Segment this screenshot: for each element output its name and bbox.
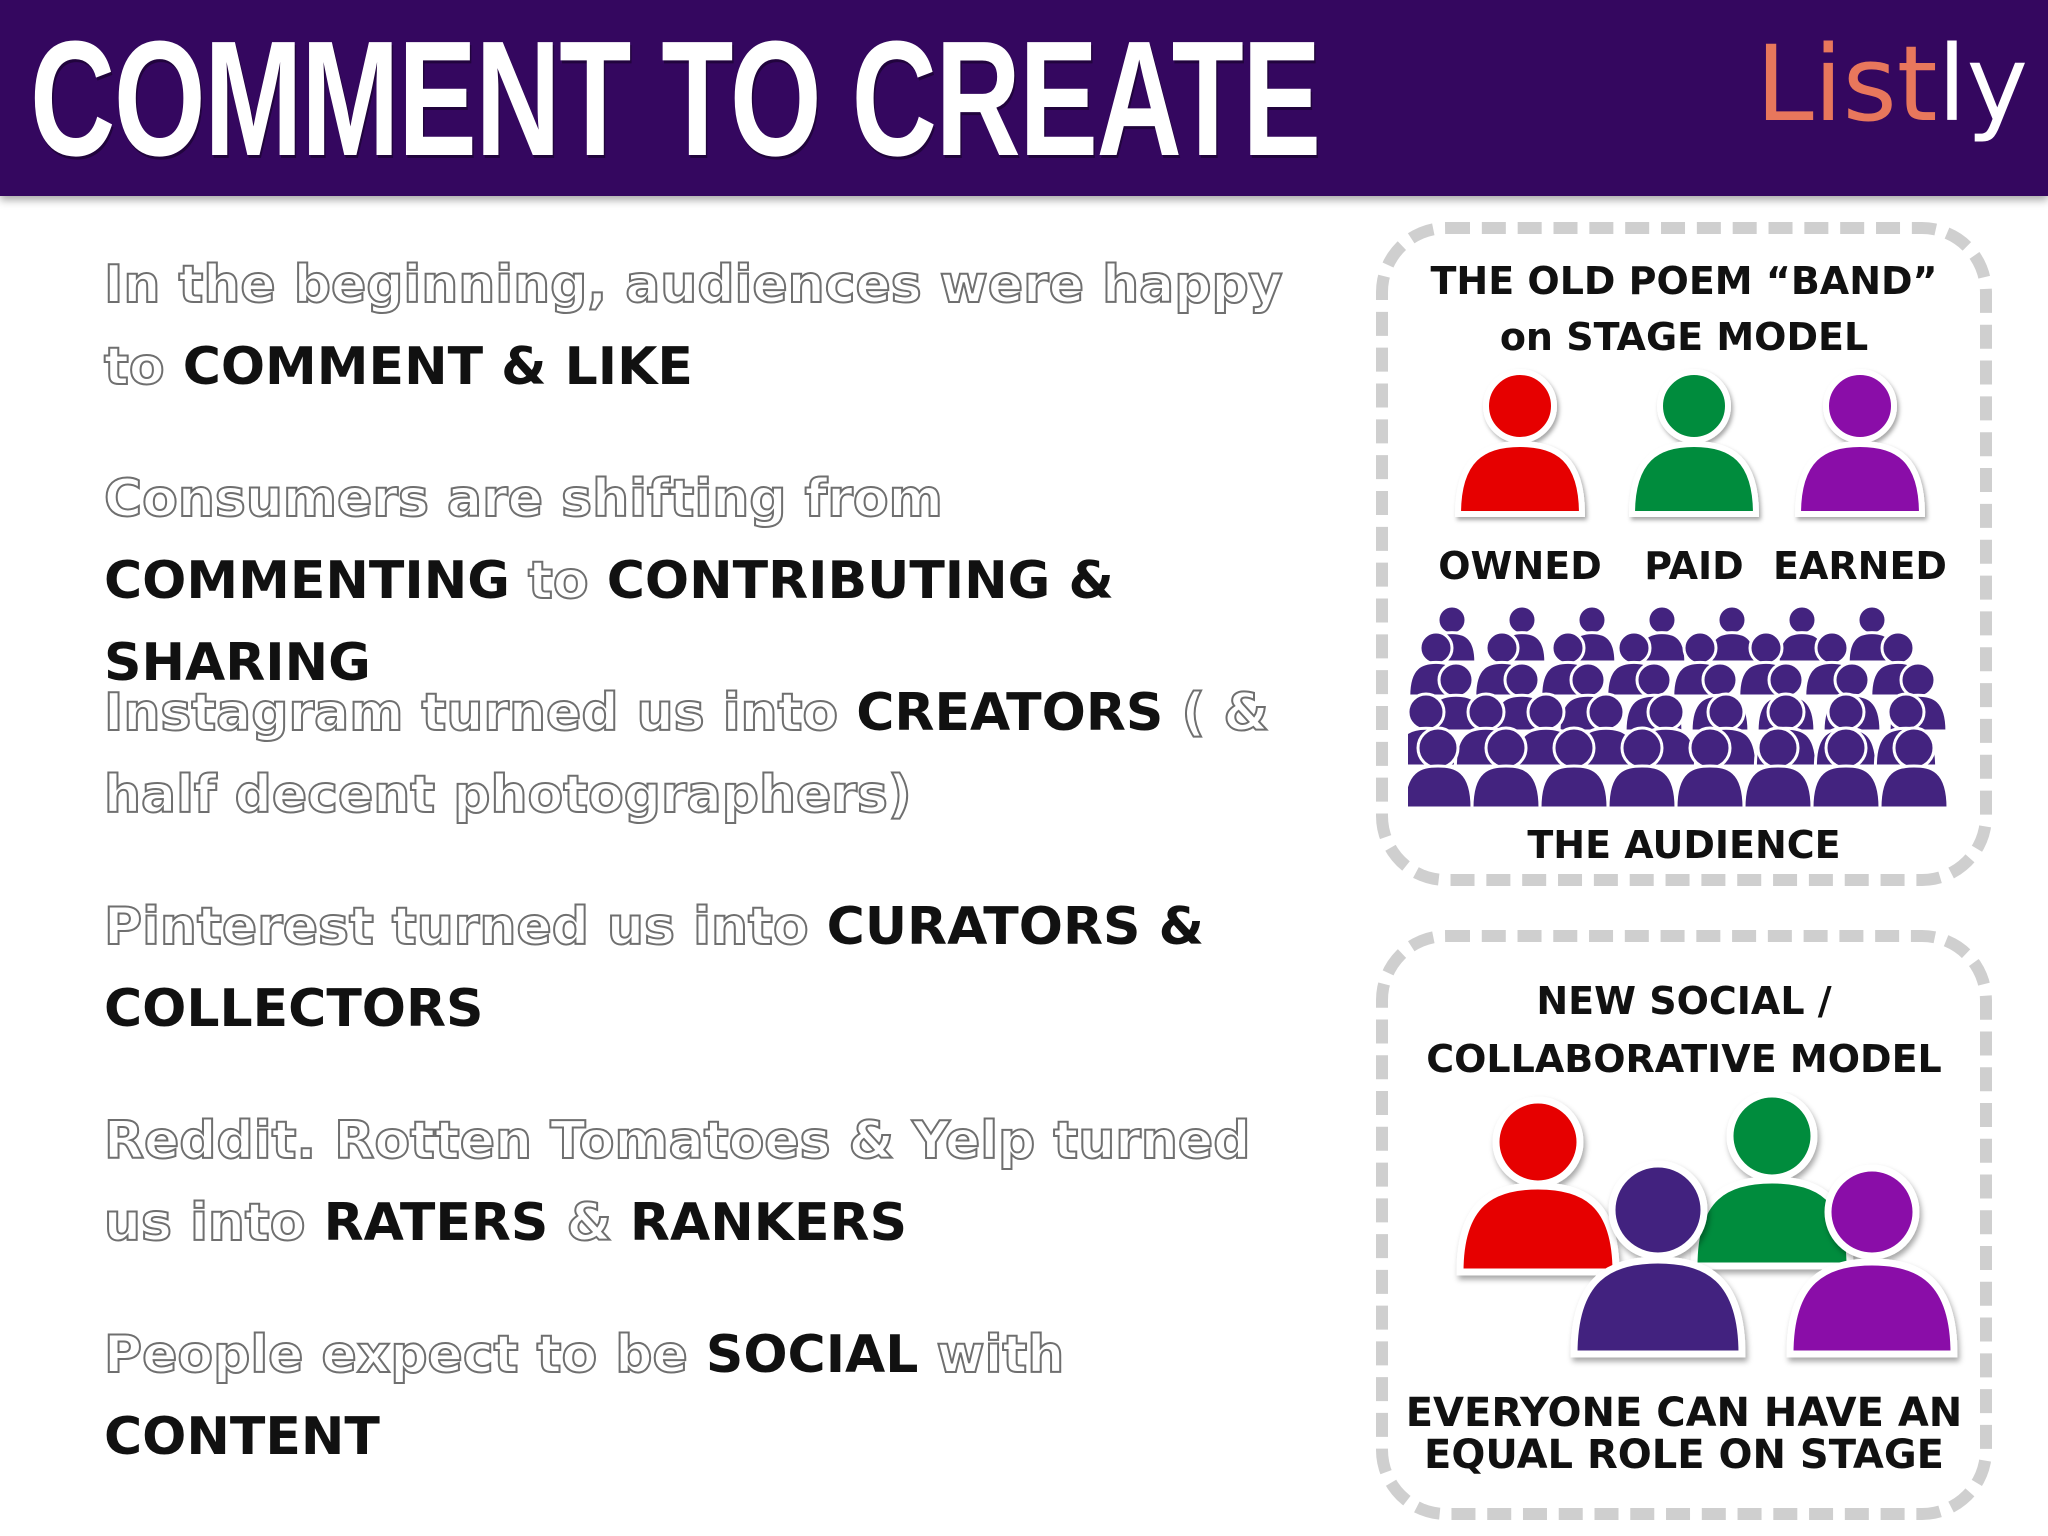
new-model-title-1: NEW SOCIAL / (1536, 979, 1832, 1023)
person-icon (1570, 1160, 1746, 1358)
role-paid: PAID (1644, 544, 1744, 588)
person-icon (1606, 726, 1678, 810)
paragraph-6: People expect to be SOCIAL with CONTENT (103, 1314, 1324, 1478)
person-icon (1628, 369, 1760, 517)
band-icons (1388, 364, 1980, 544)
paragraph-6-text-2: with (918, 1324, 1066, 1386)
paragraph-1-emphasis: COMMENT & LIKE (182, 337, 693, 397)
audience-label: THE AUDIENCE (1527, 823, 1841, 867)
paragraph-1-text-2: to (103, 336, 183, 398)
audience-icons (1408, 600, 1964, 820)
person-icon (1742, 726, 1814, 810)
paragraph-2-emphasis-1: COMMENTING (104, 551, 510, 611)
person-icon (1786, 1164, 1958, 1358)
old-model-title-1: THE OLD POEM “BAND” (1430, 259, 1938, 303)
person-icon (1690, 1092, 1854, 1270)
person-icon (1706, 604, 1758, 664)
new-model-panel: NEW SOCIAL / COLLABORATIVE MODEL (1376, 930, 1992, 1520)
person-icon (1776, 604, 1828, 664)
role-owned: OWNED (1438, 544, 1602, 588)
old-model-title-2: on STAGE MODEL (1499, 315, 1869, 359)
new-model-caption-1: EVERYONE CAN HAVE AN (1405, 1390, 1963, 1436)
collaborative-icons (1388, 1092, 1980, 1392)
paragraph-5: Reddit. Rotten Tomatoes & Yelp turned us… (103, 1100, 1324, 1264)
logo-part-1: List (1755, 23, 1938, 145)
listly-logo: Listly (1756, 24, 2028, 144)
paragraph-2-text: Consumers are shifting from (103, 468, 944, 530)
paragraph-6-emphasis-2: CONTENT (104, 1407, 380, 1467)
paragraph-5-emphasis-2: RANKERS (629, 1193, 908, 1253)
paragraph-2-text-2: to (509, 550, 607, 612)
paragraph-4-emphasis: CURATORS & COLLECTORS (104, 897, 1204, 1039)
person-icon (1538, 726, 1610, 810)
person-icon (1674, 726, 1746, 810)
paragraph-3: Instagram turned us into CREATORS ( & ha… (103, 672, 1324, 836)
paragraph-3-text-2: ( & half decent photographers) (103, 682, 1270, 826)
new-model-caption-2: EQUAL ROLE ON STAGE (1424, 1432, 1944, 1478)
paragraph-1: In the beginning, audiences were happy t… (103, 244, 1324, 408)
paragraph-6-emphasis-1: SOCIAL (705, 1325, 919, 1385)
logo-part-2: ly (1937, 23, 2028, 145)
person-icon (1878, 726, 1950, 810)
paragraph-5-text-2: & (548, 1192, 630, 1254)
paragraph-2-emphasis-2: CONTRIBUTING & SHARING (104, 551, 1114, 693)
paragraph-3-text: Instagram turned us into (103, 682, 857, 744)
paragraph-3-emphasis: CREATORS (856, 683, 1164, 743)
old-model-panel: THE OLD POEM “BAND” on STAGE MODEL OWNE (1376, 222, 1992, 886)
paragraph-4-text: Pinterest turned us into (103, 896, 827, 958)
role-earned: EARNED (1773, 544, 1947, 588)
person-icon (1456, 1096, 1620, 1276)
new-model-title-2: COLLABORATIVE MODEL (1426, 1037, 1942, 1081)
person-icon (1794, 369, 1926, 517)
person-icon (1408, 726, 1474, 810)
person-icon (1846, 604, 1898, 664)
paragraph-5-emphasis-1: RATERS (323, 1193, 549, 1253)
paragraph-5-text: Reddit. Rotten Tomatoes & Yelp turned us… (103, 1110, 1251, 1254)
person-icon (1470, 726, 1542, 810)
paragraph-4: Pinterest turned us into CURATORS & COLL… (103, 886, 1324, 1050)
slide-title: COMMENT TO CREATE (30, 7, 1321, 190)
header-bar: COMMENT TO CREATE Listly (0, 0, 2048, 196)
paragraph-6-text: People expect to be (103, 1324, 706, 1386)
person-icon (1810, 726, 1882, 810)
paragraph-1-text: In the beginning, audiences were happy (103, 254, 1284, 316)
person-icon (1454, 369, 1586, 517)
paragraph-2: Consumers are shifting from COMMENTING t… (103, 458, 1324, 704)
